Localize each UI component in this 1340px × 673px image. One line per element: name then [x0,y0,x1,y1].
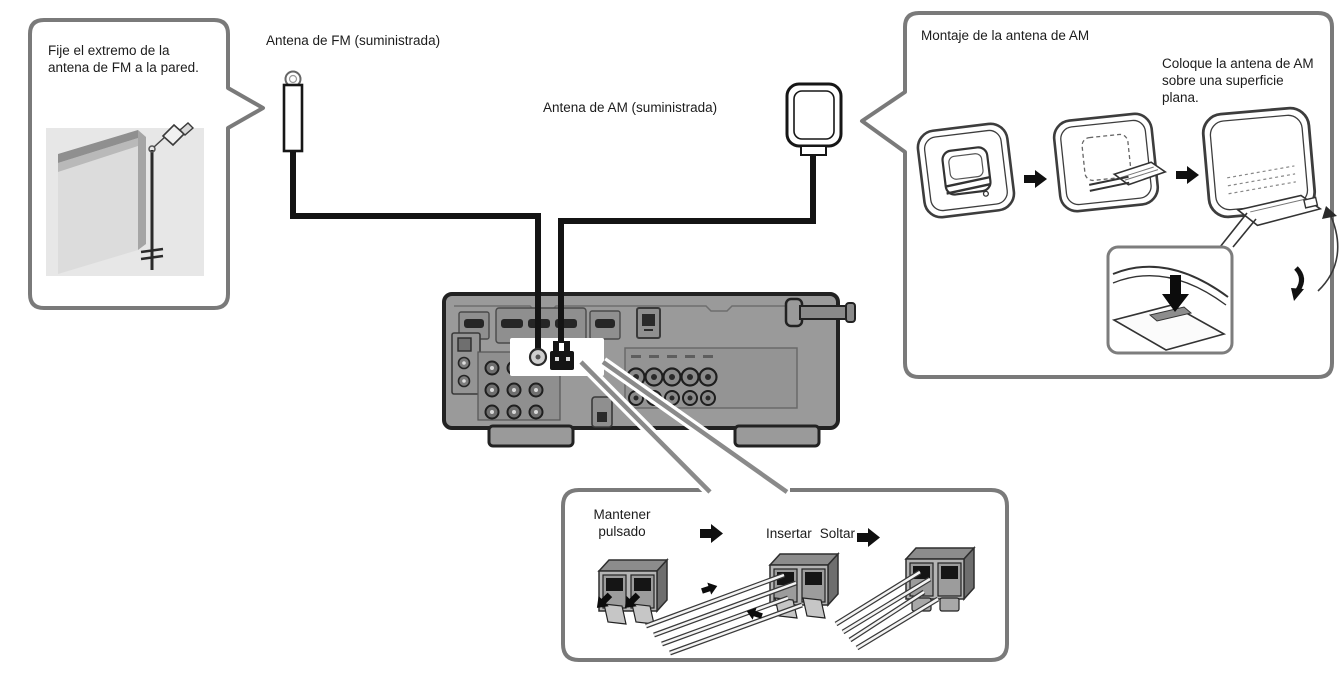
terminal-release-label: Soltar [819,526,856,541]
subwoofer-port [591,396,613,428]
terminal-step-insert [768,552,840,619]
fm-antenna-cable [290,150,541,350]
left-io-panel [451,332,481,395]
fm-antenna-label: Antena de FM (suministrada) [266,33,441,48]
arrow-down-icon [1162,275,1189,312]
terminal-callout-pointer [577,357,791,497]
am-assembly-title: Montaje de la antena de AM [921,28,1090,43]
terminal-hold-label: Mantener pulsado [593,507,651,539]
fm-wall-instruction: Fije el extremo de la antena de FM a la … [48,43,199,75]
am-antenna-cable [558,150,816,343]
speaker-wires-insert [645,572,803,656]
speaker-wires-release [834,569,940,651]
bubble-tail-gap [704,484,790,494]
terminal-insert-release-row: Insertar Soltar [766,520,881,547]
arrow-right-icon [857,528,881,547]
wall-pin [153,122,195,148]
am-base-detail-inset [1106,245,1234,355]
arrow-right-icon [700,524,724,543]
am-assembly-note: Coloque la antena de AM sobre una superf… [1162,56,1314,105]
ethernet-port [636,307,661,339]
receiver-feet [487,424,821,448]
fm-antenna [282,70,304,153]
terminal-step-hold [591,558,669,625]
am-antenna-label: Antena de AM (suministrada) [543,100,718,115]
am-antenna-terminal [550,341,574,370]
rotate-arrow-icon [1291,206,1339,301]
terminal-insert-label: Insertar [766,526,812,541]
am-antenna-step-1 [916,122,1016,219]
inset-pointer-line [1232,218,1257,248]
inset-pointer-line [1219,212,1248,248]
power-cord [784,297,856,328]
receiver-rear-panel [442,292,856,448]
am-antenna [785,82,843,156]
fm-antenna-jack [528,347,548,367]
am-antenna-step-3 [1201,106,1323,227]
am-antenna-step-2 [1052,112,1168,213]
wall-mount-illustration [46,122,204,276]
